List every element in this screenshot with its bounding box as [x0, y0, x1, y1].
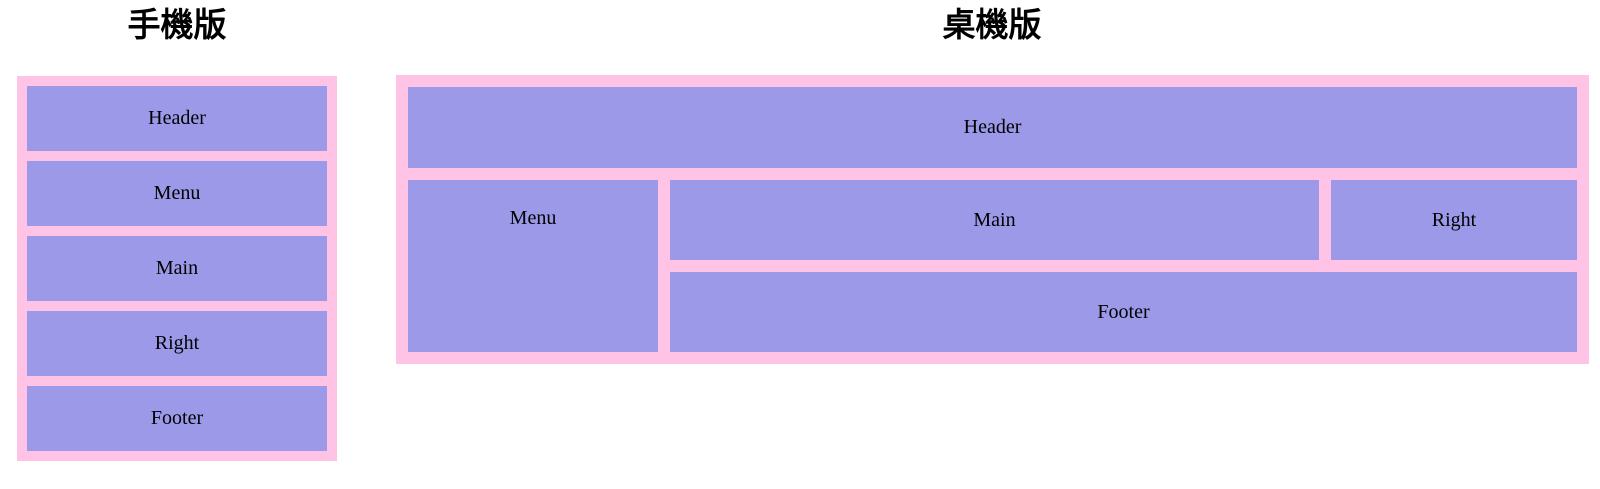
mobile-right-box: Right — [27, 311, 327, 376]
desktop-header-box: Header — [408, 87, 1577, 168]
desktop-right-box: Right — [1331, 180, 1577, 260]
mobile-layout-container: Header Menu Main Right Footer — [17, 76, 337, 461]
mobile-main-box: Main — [27, 236, 327, 301]
mobile-header-box: Header — [27, 86, 327, 151]
desktop-layout-container: Header Menu Main Right Footer — [396, 75, 1589, 364]
desktop-footer-box: Footer — [670, 272, 1577, 352]
mobile-footer-box: Footer — [27, 386, 327, 451]
desktop-version-title: 桌機版 — [942, 6, 1042, 43]
desktop-main-box: Main — [670, 180, 1319, 260]
desktop-menu-box: Menu — [408, 180, 658, 352]
mobile-version-title: 手機版 — [127, 6, 227, 43]
mobile-menu-box: Menu — [27, 161, 327, 226]
